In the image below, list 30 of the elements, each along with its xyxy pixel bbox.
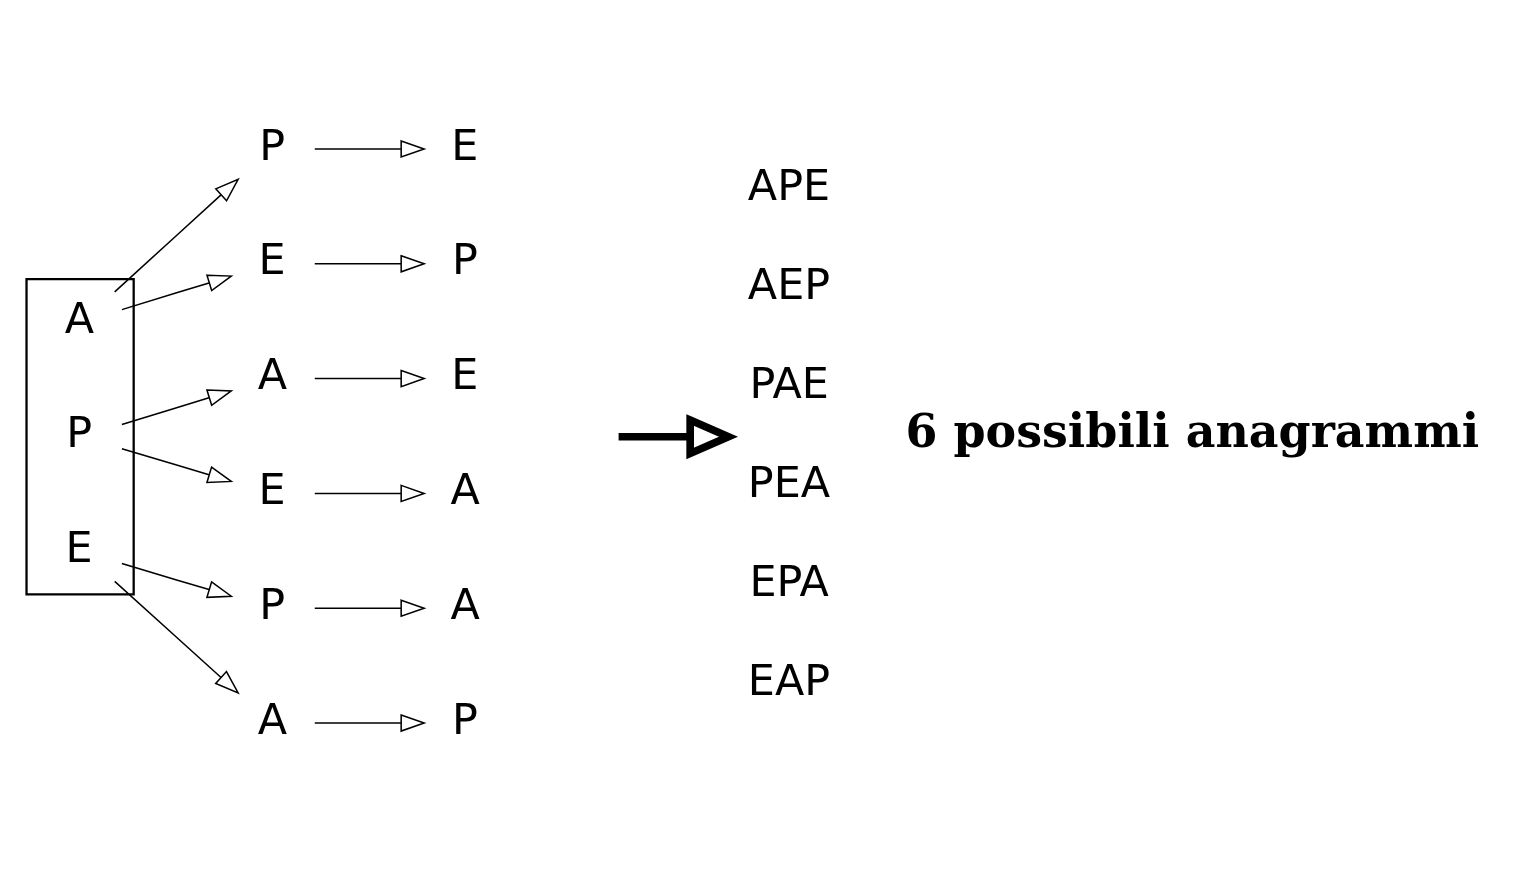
arrow: [314, 254, 427, 273]
node-text: E: [258, 463, 286, 514]
arrow: [314, 369, 427, 388]
node-text: A: [257, 693, 287, 744]
arrow: [314, 484, 427, 503]
arrow: [314, 139, 427, 159]
arrow: [314, 713, 427, 733]
node-text: E: [451, 349, 479, 400]
node-text: E: [451, 119, 479, 170]
arrow: [121, 274, 234, 311]
arrow: [314, 599, 427, 618]
arrow: [113, 580, 240, 695]
node-text: E: [65, 522, 93, 573]
node-text: E: [258, 234, 286, 285]
node-label: 6 possibili anagrammi: [905, 403, 1480, 458]
node-text: A: [64, 292, 95, 343]
cluster: [25, 277, 135, 596]
node-text: P: [66, 407, 93, 458]
arrow: [121, 562, 234, 599]
node-text: A: [450, 578, 480, 629]
node-text: P: [452, 693, 478, 744]
arrow: [113, 177, 240, 293]
arrow: [121, 448, 234, 484]
node-text: P: [259, 119, 286, 170]
node-text: A: [257, 349, 287, 400]
node-text: P: [259, 578, 286, 629]
node-text: A: [450, 463, 480, 514]
node-text: P: [452, 234, 478, 285]
arrow: [121, 389, 234, 426]
node-text: APE AEP PAE PEA EPA EAP: [747, 160, 831, 705]
